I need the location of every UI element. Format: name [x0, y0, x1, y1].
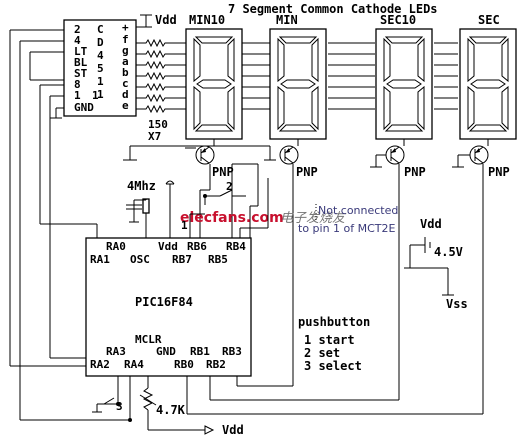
display-label-min10: MIN10	[189, 13, 225, 27]
display-sec10	[375, 28, 433, 140]
decoder-pin-b: b	[122, 66, 129, 79]
decoder-mid-d: D	[97, 36, 104, 49]
transistor-sec10	[385, 145, 405, 165]
pnp-label-3: PNP	[404, 165, 426, 179]
mcu-pin-rb6: RB6	[187, 240, 207, 253]
decoder-chip: 2 4 LT BL ST 8 1 1 GND C D 4 5 1 1 + f g…	[63, 19, 137, 117]
pnp-label-2: PNP	[296, 165, 318, 179]
display-label-sec: SEC	[478, 13, 500, 27]
mcu-pin-rb1: RB1	[190, 345, 210, 358]
display-min10	[185, 28, 243, 140]
transistor-min10	[195, 145, 215, 165]
decoder-pin-f: f	[122, 33, 129, 46]
display-label-min: MIN	[276, 13, 298, 27]
mcu-pin-vdd: Vdd	[158, 240, 178, 253]
decoder-part-150: 150	[148, 118, 168, 131]
bottom-vdd-label: Vdd	[222, 423, 244, 437]
switch-2: 2	[203, 180, 246, 205]
mcu-pin-ra2: RA2	[90, 358, 110, 371]
decoder-input-wires	[9, 29, 130, 421]
switch-number-3: 3	[116, 400, 123, 413]
decoder-pin-a: a	[122, 55, 129, 68]
mcu-pin-rb5: RB5	[208, 253, 228, 266]
mcu-pin-rb0: RB0	[174, 358, 194, 371]
battery: Vdd 4.5V Vss	[404, 217, 468, 311]
pushbutton-item-1: 1 start	[304, 333, 355, 347]
decoder-mid-c: C	[97, 23, 104, 36]
decoder-pin-2: 2	[74, 23, 81, 36]
decoder-pin-1a: 1	[74, 89, 81, 102]
decoder-pin-bl: BL	[74, 56, 88, 69]
decoder-pin-1b: 1	[92, 89, 99, 102]
pushbutton-item-2: 2 set	[304, 346, 340, 360]
segment-bus	[328, 42, 458, 110]
note-line-2: to pin 1 of MCT2E	[298, 222, 396, 235]
display-sec	[459, 28, 517, 140]
base-leads	[186, 163, 484, 415]
diagram-title: 7 Segment Common Cathode LEDs	[228, 2, 438, 16]
mcu-pin-rb4: RB4	[226, 240, 246, 253]
watermark-text: elecfans.com	[180, 210, 284, 226]
mcu-pin-gnd: GND	[156, 345, 176, 358]
decoder-mid-1a: 1	[97, 75, 104, 88]
decoder-pin-e: e	[122, 99, 129, 112]
pnp-label-1: PNP	[212, 165, 234, 179]
battery-vdd-label: Vdd	[420, 217, 442, 231]
mcu-pin-rb7: RB7	[172, 253, 192, 266]
decoder-pin-8: 8	[74, 78, 81, 91]
mcu-pin-ra1: RA1	[90, 253, 110, 266]
decoder-pin-d: d	[122, 88, 129, 101]
bottom-switch-area: 3 4.7K Vdd	[92, 376, 244, 437]
decoder-body	[63, 19, 137, 117]
battery-vss-label: Vss	[446, 297, 468, 311]
switch-number-1: 1	[181, 219, 188, 232]
cathode-lines	[213, 139, 489, 146]
crystal: 4Mhz	[126, 179, 175, 238]
transistor-min	[279, 145, 299, 165]
vdd-decoder: Vdd	[136, 13, 177, 28]
resistor-label: 4.7K	[156, 403, 186, 417]
segment-resistors	[136, 38, 288, 114]
decoder-pin-gnd: GND	[74, 101, 94, 114]
watermark-cn: 电子发烧友	[280, 211, 347, 226]
mcu-pin-rb2: RB2	[206, 358, 226, 371]
pushbutton-item-3: 3 select	[304, 359, 362, 373]
mcu-chip: RA0 Vdd RB6 RB4 RA1 OSC RB7 RB5 PIC16F84…	[85, 237, 252, 377]
mcu-pin-ra0: RA0	[106, 240, 126, 253]
pnp-label-4: PNP	[488, 165, 510, 179]
vdd-label-top: Vdd	[155, 13, 177, 27]
mcu-top-wires	[189, 178, 269, 238]
pushbutton-legend: pushbutton 1 start 2 set 3 select	[298, 315, 370, 373]
mcu-pin-ra3: RA3	[106, 345, 126, 358]
crystal-body	[142, 198, 150, 214]
decoder-mid-5: 5	[97, 62, 104, 75]
decoder-pin-plus: +	[122, 21, 129, 34]
mcu-body	[85, 237, 252, 377]
transistor-sec	[469, 145, 489, 165]
switch-number-2: 2	[226, 180, 233, 193]
display-min	[269, 28, 327, 140]
decoder-mid-4: 4	[97, 49, 104, 62]
decoder-pin-4: 4	[74, 34, 81, 47]
mcu-pin-mclr: MCLR	[135, 333, 162, 346]
battery-voltage: 4.5V	[434, 245, 463, 259]
decoder-mid-1b: 1	[97, 88, 104, 101]
emitter-rail	[123, 145, 470, 168]
pushbutton-title: pushbutton	[298, 315, 370, 329]
decoder-pin-g: g	[122, 44, 129, 57]
mcu-pin-rb3: RB3	[222, 345, 242, 358]
watermark: elecfans.com 电子发烧友	[180, 210, 347, 226]
decoder-pin-c: c	[122, 77, 129, 90]
mcu-pin-ra4: RA4	[124, 358, 144, 371]
display-label-sec10: SEC10	[380, 13, 416, 27]
mcu-name: PIC16F84	[135, 295, 193, 309]
decoder-part-x7: X7	[148, 130, 161, 143]
crystal-label: 4Mhz	[127, 179, 156, 193]
note-line-1: Not connected	[318, 204, 398, 217]
mcu-pin-osc: OSC	[130, 253, 150, 266]
decoder-pin-lt: LT	[74, 45, 88, 58]
decoder-pin-st: ST	[74, 67, 88, 80]
